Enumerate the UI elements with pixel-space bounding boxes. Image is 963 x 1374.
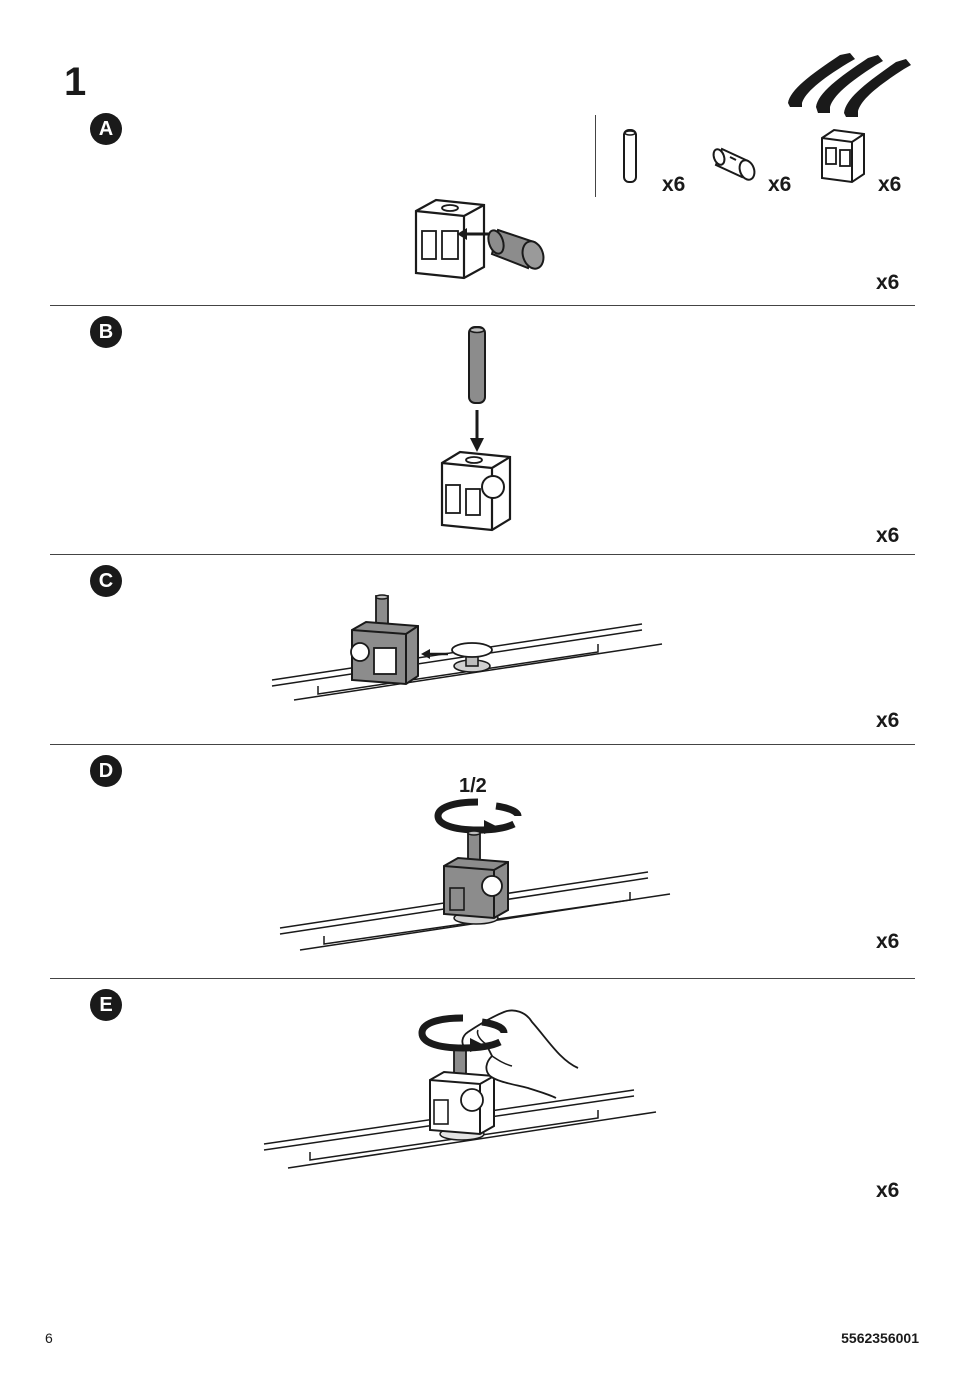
substep-a-badge: A xyxy=(90,113,122,145)
parts-qty-bracket: x6 xyxy=(878,173,902,196)
bracket-block-icon xyxy=(443,830,509,925)
parts-qty-dowel: x6 xyxy=(662,173,686,196)
section-divider xyxy=(50,554,915,555)
substep-c-badge: C xyxy=(90,565,122,597)
cam-barrel-icon xyxy=(487,228,545,270)
bracket-block-icon xyxy=(350,594,419,686)
bracket-block-icon xyxy=(440,450,512,532)
rotate-clockwise-icon xyxy=(418,1014,508,1052)
substep-b-qty: x6 xyxy=(876,524,900,547)
bracket-block-icon xyxy=(414,198,486,280)
document-code: 5562356001 xyxy=(841,1330,919,1346)
arrow-down-icon xyxy=(470,410,484,452)
page-number: 6 xyxy=(45,1330,53,1346)
rotate-clockwise-icon xyxy=(434,798,522,834)
handles-icon xyxy=(788,53,911,117)
bracket-block-icon xyxy=(429,1047,495,1141)
substep-e-badge: E xyxy=(90,989,122,1021)
substep-c-qty: x6 xyxy=(876,709,900,732)
dowel-pin-icon xyxy=(468,326,486,404)
section-divider xyxy=(50,744,915,745)
half-turn-label: 1/2 xyxy=(459,775,487,797)
substep-b-badge: B xyxy=(90,316,122,348)
cam-lock-screw-icon xyxy=(451,642,493,673)
arrow-left-icon xyxy=(421,649,448,659)
substep-a-qty: x6 xyxy=(876,271,900,294)
substep-d-badge: D xyxy=(90,755,122,787)
parts-qty-cam: x6 xyxy=(768,173,792,196)
dowel-pin-icon xyxy=(623,129,637,183)
bracket-block-icon xyxy=(821,128,865,184)
cam-barrel-icon xyxy=(712,147,756,181)
section-divider xyxy=(50,978,915,979)
parts-divider xyxy=(595,115,596,197)
step-number: 1 xyxy=(64,60,87,104)
substep-e-qty: x6 xyxy=(876,1179,900,1202)
substep-d-qty: x6 xyxy=(876,930,900,953)
section-divider xyxy=(50,305,915,306)
